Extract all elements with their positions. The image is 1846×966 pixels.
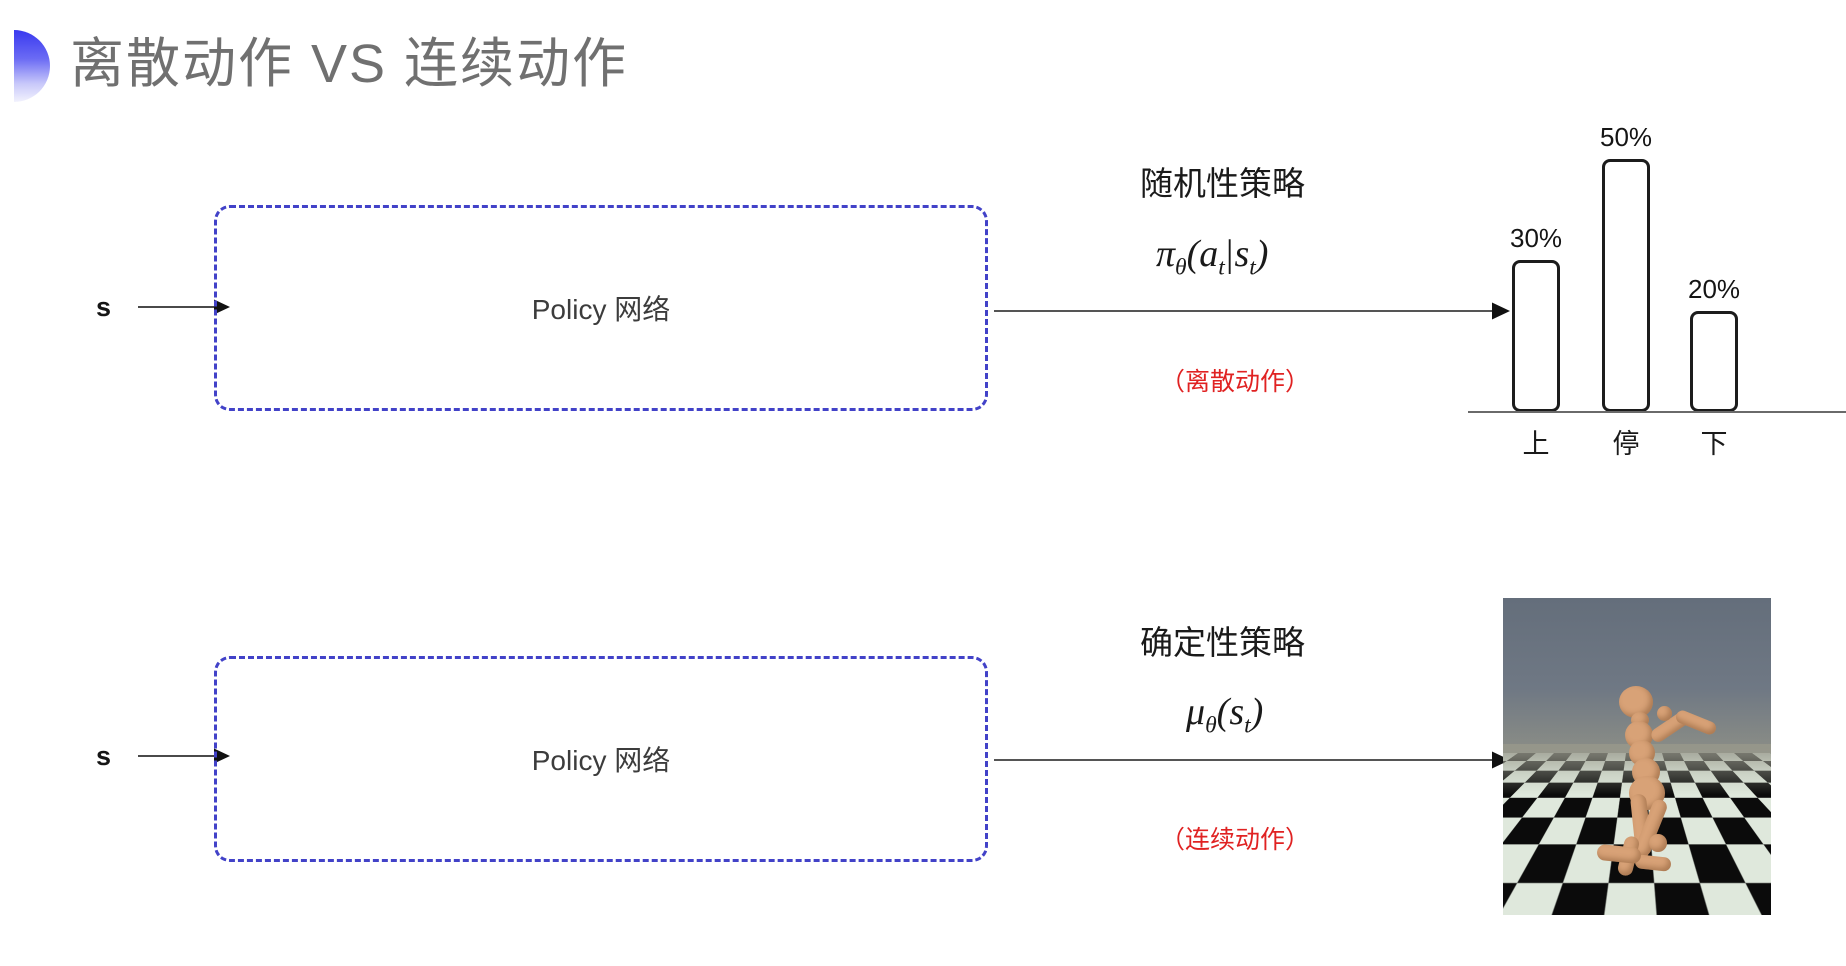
bar-chart-x-axis [1468, 411, 1846, 413]
humanoid-simulation-image [1503, 598, 1771, 915]
humanoid-hand-left [1657, 706, 1672, 721]
continuous-action-note: （连续动作） [1160, 826, 1311, 854]
input-arrow-row2 [138, 745, 230, 767]
formula-arg-s-2: s [1229, 691, 1245, 733]
formula-sub-t-2: t [1249, 254, 1256, 281]
output-arrow-row2 [994, 749, 1510, 771]
formula-conditional-bar: | [1225, 233, 1234, 275]
state-input-label-row2: s [96, 741, 112, 771]
formula-arg-s: s [1234, 233, 1250, 275]
stochastic-policy-heading: 随机性策略 [1140, 165, 1305, 202]
formula-sub-t-3: t [1244, 712, 1251, 739]
formula-sub-theta: θ [1175, 254, 1187, 281]
bar-value-stop: 50% [1599, 122, 1653, 152]
bar-tick-label-down: 下 [1700, 429, 1728, 459]
bar-rect-up [1512, 260, 1560, 412]
formula-close-paren-2: ) [1250, 691, 1264, 733]
action-probability-bar-chart: 30% 50% 20% 上 停 下 [1468, 112, 1846, 459]
discrete-action-note: （离散动作） [1160, 368, 1311, 396]
formula-fn-mu: μ [1186, 691, 1206, 733]
formula-fn-pi: π [1156, 233, 1176, 275]
deterministic-policy-formula: μθ(st) [1186, 690, 1263, 740]
state-input-label-row1: s [96, 292, 112, 322]
bar-rect-down [1690, 311, 1738, 412]
output-arrow-row1 [994, 300, 1510, 322]
bar-chart-plot-area: 30% 50% 20% [1468, 112, 1820, 412]
bar-rect-stop [1602, 159, 1650, 412]
bar-tick-label-stop: 停 [1612, 429, 1640, 459]
policy-network-box-row2[interactable]: Policy 网络 [214, 656, 988, 862]
stochastic-policy-formula: πθ(at|st) [1156, 232, 1268, 282]
formula-close-paren: ) [1255, 233, 1269, 275]
formula-open-paren-2: ( [1216, 691, 1230, 733]
policy-network-label-row1: Policy 网络 [531, 294, 671, 325]
formula-sub-theta-2: θ [1205, 712, 1217, 739]
bar-column-down[interactable]: 20% [1687, 274, 1741, 412]
page-title: 离散动作 VS 连续动作 [70, 34, 629, 94]
bar-column-up[interactable]: 30% [1509, 223, 1563, 412]
policy-network-box-row1[interactable]: Policy 网络 [214, 205, 988, 411]
title-bullet-shape [14, 30, 50, 102]
policy-network-label-row2: Policy 网络 [531, 745, 671, 776]
formula-open-paren: ( [1186, 233, 1200, 275]
formula-sub-t-1: t [1218, 254, 1225, 281]
bar-value-up: 30% [1509, 223, 1563, 253]
bar-column-stop[interactable]: 50% [1599, 122, 1653, 412]
deterministic-policy-heading: 确定性策略 [1140, 624, 1305, 661]
bar-value-down: 20% [1687, 274, 1741, 304]
input-arrow-row1 [138, 296, 230, 318]
formula-arg-a: a [1199, 233, 1219, 275]
bar-tick-label-up: 上 [1522, 429, 1550, 459]
humanoid-knee [1649, 834, 1667, 852]
